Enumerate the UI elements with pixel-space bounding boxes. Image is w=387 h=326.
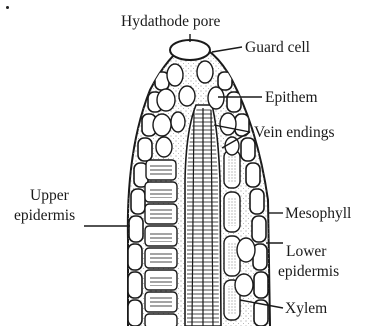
- label-lower-epidermis-line2: epidermis: [278, 263, 339, 280]
- label-vein-endings: Vein endings: [254, 124, 335, 141]
- label-hydathode-pore: Hydathode pore: [121, 13, 220, 30]
- label-epithem: Epithem: [265, 89, 318, 106]
- label-upper-epidermis-line1: Upper: [30, 187, 69, 204]
- label-guard-cell: Guard cell: [245, 39, 310, 56]
- label-lower-epidermis-line1: Lower: [286, 243, 326, 260]
- guard-cell-shape: [170, 40, 210, 60]
- label-xylem: Xylem: [285, 300, 327, 317]
- label-mesophyll: Mesophyll: [285, 205, 351, 222]
- xylem-strand: [185, 105, 221, 326]
- label-upper-epidermis-line2: epidermis: [14, 207, 75, 224]
